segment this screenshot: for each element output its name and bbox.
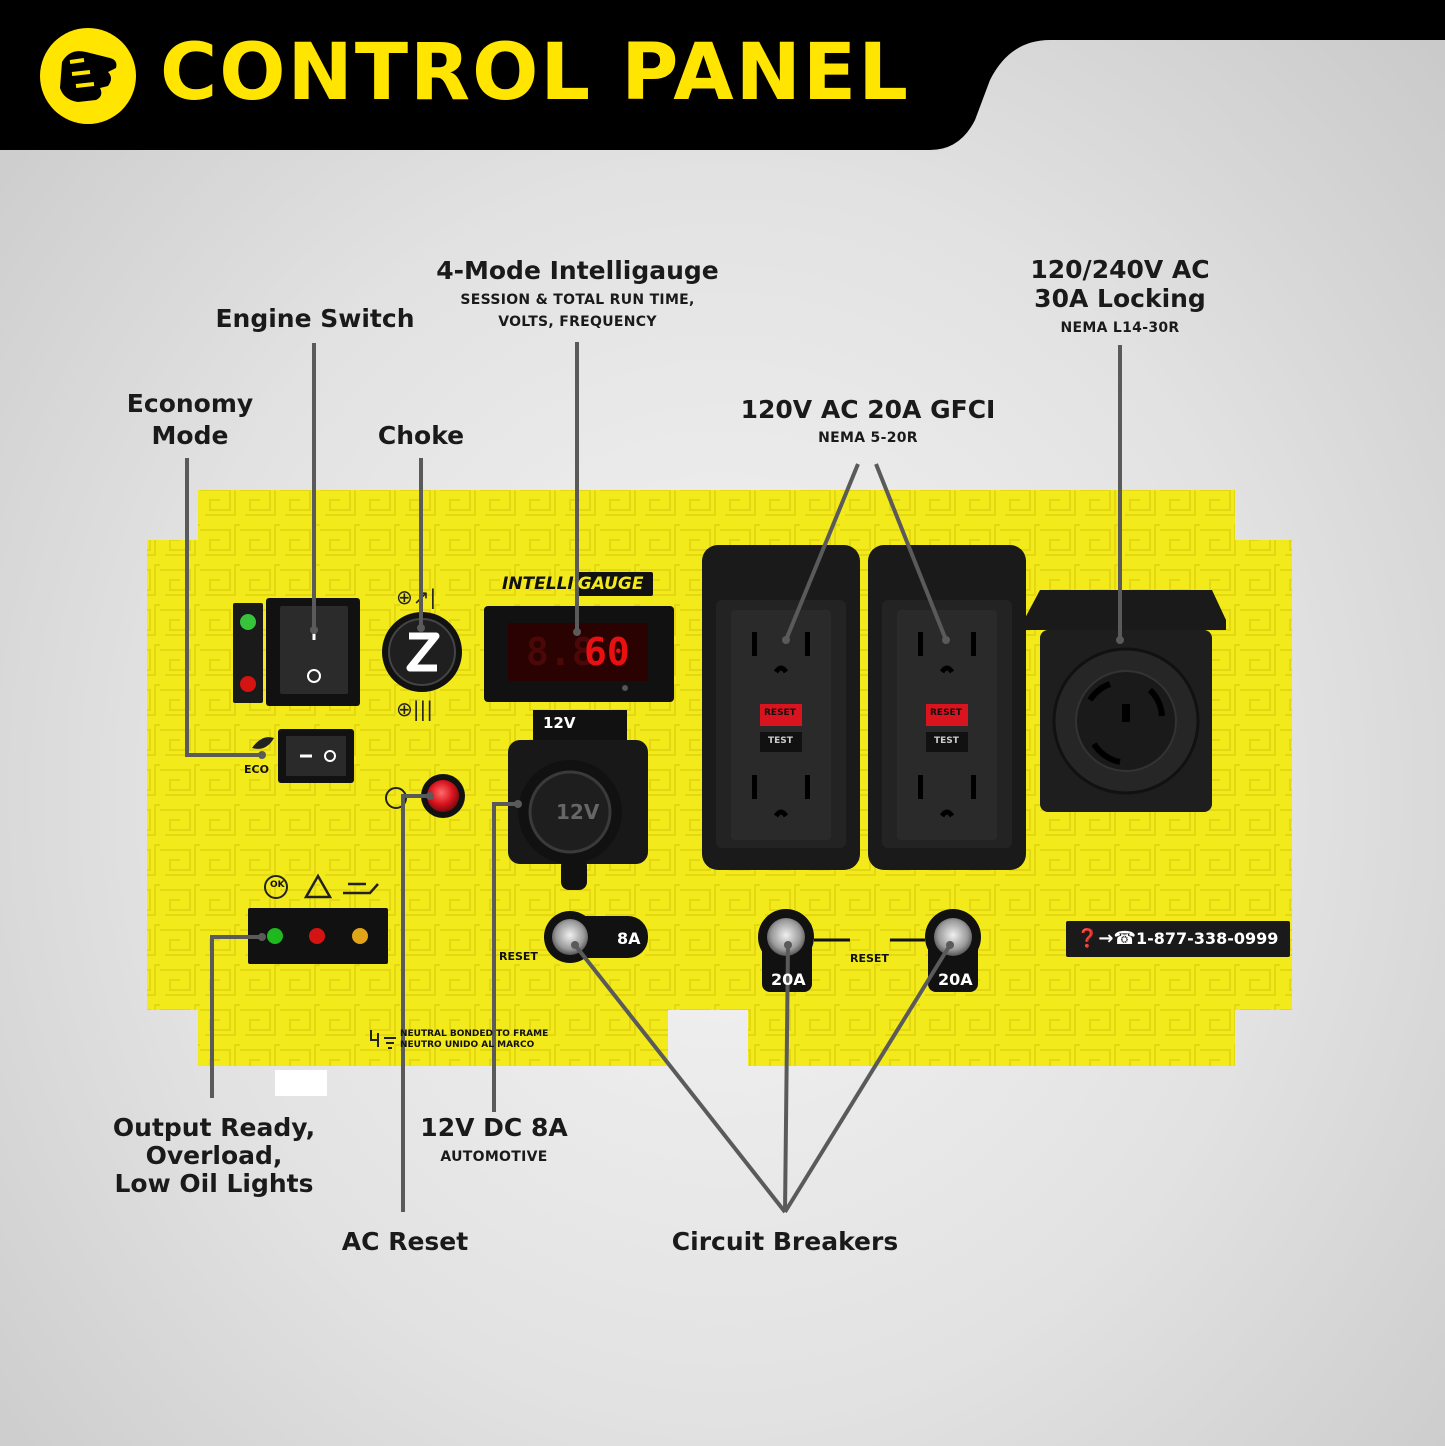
label-economy-mode-2: Mode: [151, 421, 229, 450]
neutral-line-2: NEUTRO UNIDO AL MARCO: [400, 1039, 535, 1050]
label-output-lights-3: Low Oil Lights: [114, 1169, 314, 1198]
choke-knob[interactable]: ⊕↗| ⊕|||: [382, 585, 462, 721]
gfci-outlet-right[interactable]: [868, 545, 1026, 870]
label-ac-reset: AC Reset: [341, 1227, 469, 1256]
ok-badge: OK: [270, 880, 285, 890]
svg-text:⊕↗|: ⊕↗|: [396, 585, 436, 609]
header-band: CONTROL PANEL: [0, 0, 1445, 150]
label-dc: 12V DC 8A: [420, 1113, 568, 1142]
label-intelligauge-sub1: SESSION & TOTAL RUN TIME,: [460, 292, 695, 308]
locking-outlet-l14-30[interactable]: [1024, 590, 1226, 812]
breaker-20a-right-label: 20A: [938, 970, 973, 989]
page-title: CONTROL PANEL: [160, 28, 910, 118]
reset-label-ac: RESET: [850, 952, 889, 965]
label-locking-sub: NEMA L14-30R: [1060, 320, 1180, 336]
dc-socket-label: 12V: [556, 800, 600, 824]
breaker-8a-label: 8A: [617, 929, 641, 948]
brand-gauge: GAUGE: [577, 574, 644, 594]
gfci-test-left: TEST: [768, 736, 793, 746]
gfci-outlet-left[interactable]: [702, 545, 860, 870]
eco-label: ECO: [244, 763, 269, 776]
ac-reset-button[interactable]: [385, 774, 465, 818]
indicator-lights: [248, 873, 388, 964]
display-dim-digits: 8.8: [526, 630, 595, 674]
breaker-20a-right[interactable]: [925, 909, 981, 992]
brand-intelli: INTELLI: [502, 574, 574, 594]
support-phone-number: 1-877-338-0999: [1136, 929, 1279, 948]
reset-label-dc: RESET: [499, 950, 538, 963]
label-intelligauge: 4-Mode Intelligauge: [436, 256, 719, 285]
label-gfci-sub: NEMA 5-20R: [818, 430, 918, 446]
label-intelligauge-sub2: VOLTS, FREQUENCY: [498, 314, 657, 330]
panel-label-sticker: [275, 1070, 327, 1096]
support-phone-badge: ❓→☎ 1-877-338-0999: [1066, 921, 1290, 957]
dc-12v-socket[interactable]: [508, 710, 648, 890]
label-circuit-breakers: Circuit Breakers: [671, 1227, 899, 1256]
callout-dots: [258, 624, 1124, 949]
label-dc-sub: AUTOMOTIVE: [440, 1149, 548, 1165]
intelligauge-display: [484, 572, 674, 702]
label-locking-2: 30A Locking: [1034, 284, 1206, 313]
label-locking-1: 120/240V AC: [1030, 255, 1210, 284]
label-economy-mode-1: Economy: [126, 389, 254, 418]
display-value: 60: [584, 630, 630, 674]
neutral-bond-note: NEUTRAL BONDED TO FRAME NEUTRO UNIDO AL …: [400, 1029, 548, 1051]
gfci-reset-right: RESET: [930, 708, 962, 718]
label-output-lights-1: Output Ready,: [112, 1113, 316, 1142]
header-shape: [0, 0, 1445, 150]
gfci-reset-left: RESET: [764, 708, 796, 718]
label-choke: Choke: [377, 421, 465, 450]
engine-switch[interactable]: [233, 598, 360, 706]
callout-lines: [185, 342, 1122, 1214]
label-gfci: 120V AC 20A GFCI: [740, 395, 996, 424]
gfci-test-right: TEST: [934, 736, 959, 746]
label-output-lights-2: Overload,: [145, 1141, 283, 1170]
svg-text:⊕|||: ⊕|||: [396, 697, 433, 721]
label-engine-switch: Engine Switch: [215, 304, 415, 333]
support-question-icon: ❓→☎: [1076, 928, 1136, 949]
neutral-line-1: NEUTRAL BONDED TO FRAME: [400, 1029, 549, 1039]
eco-switch[interactable]: [252, 729, 354, 783]
ground-symbol: [370, 1030, 396, 1049]
dc-top-label: 12V: [543, 714, 576, 732]
champion-fist-logo-icon: [40, 28, 136, 124]
breaker-20a-left-label: 20A: [771, 970, 806, 989]
